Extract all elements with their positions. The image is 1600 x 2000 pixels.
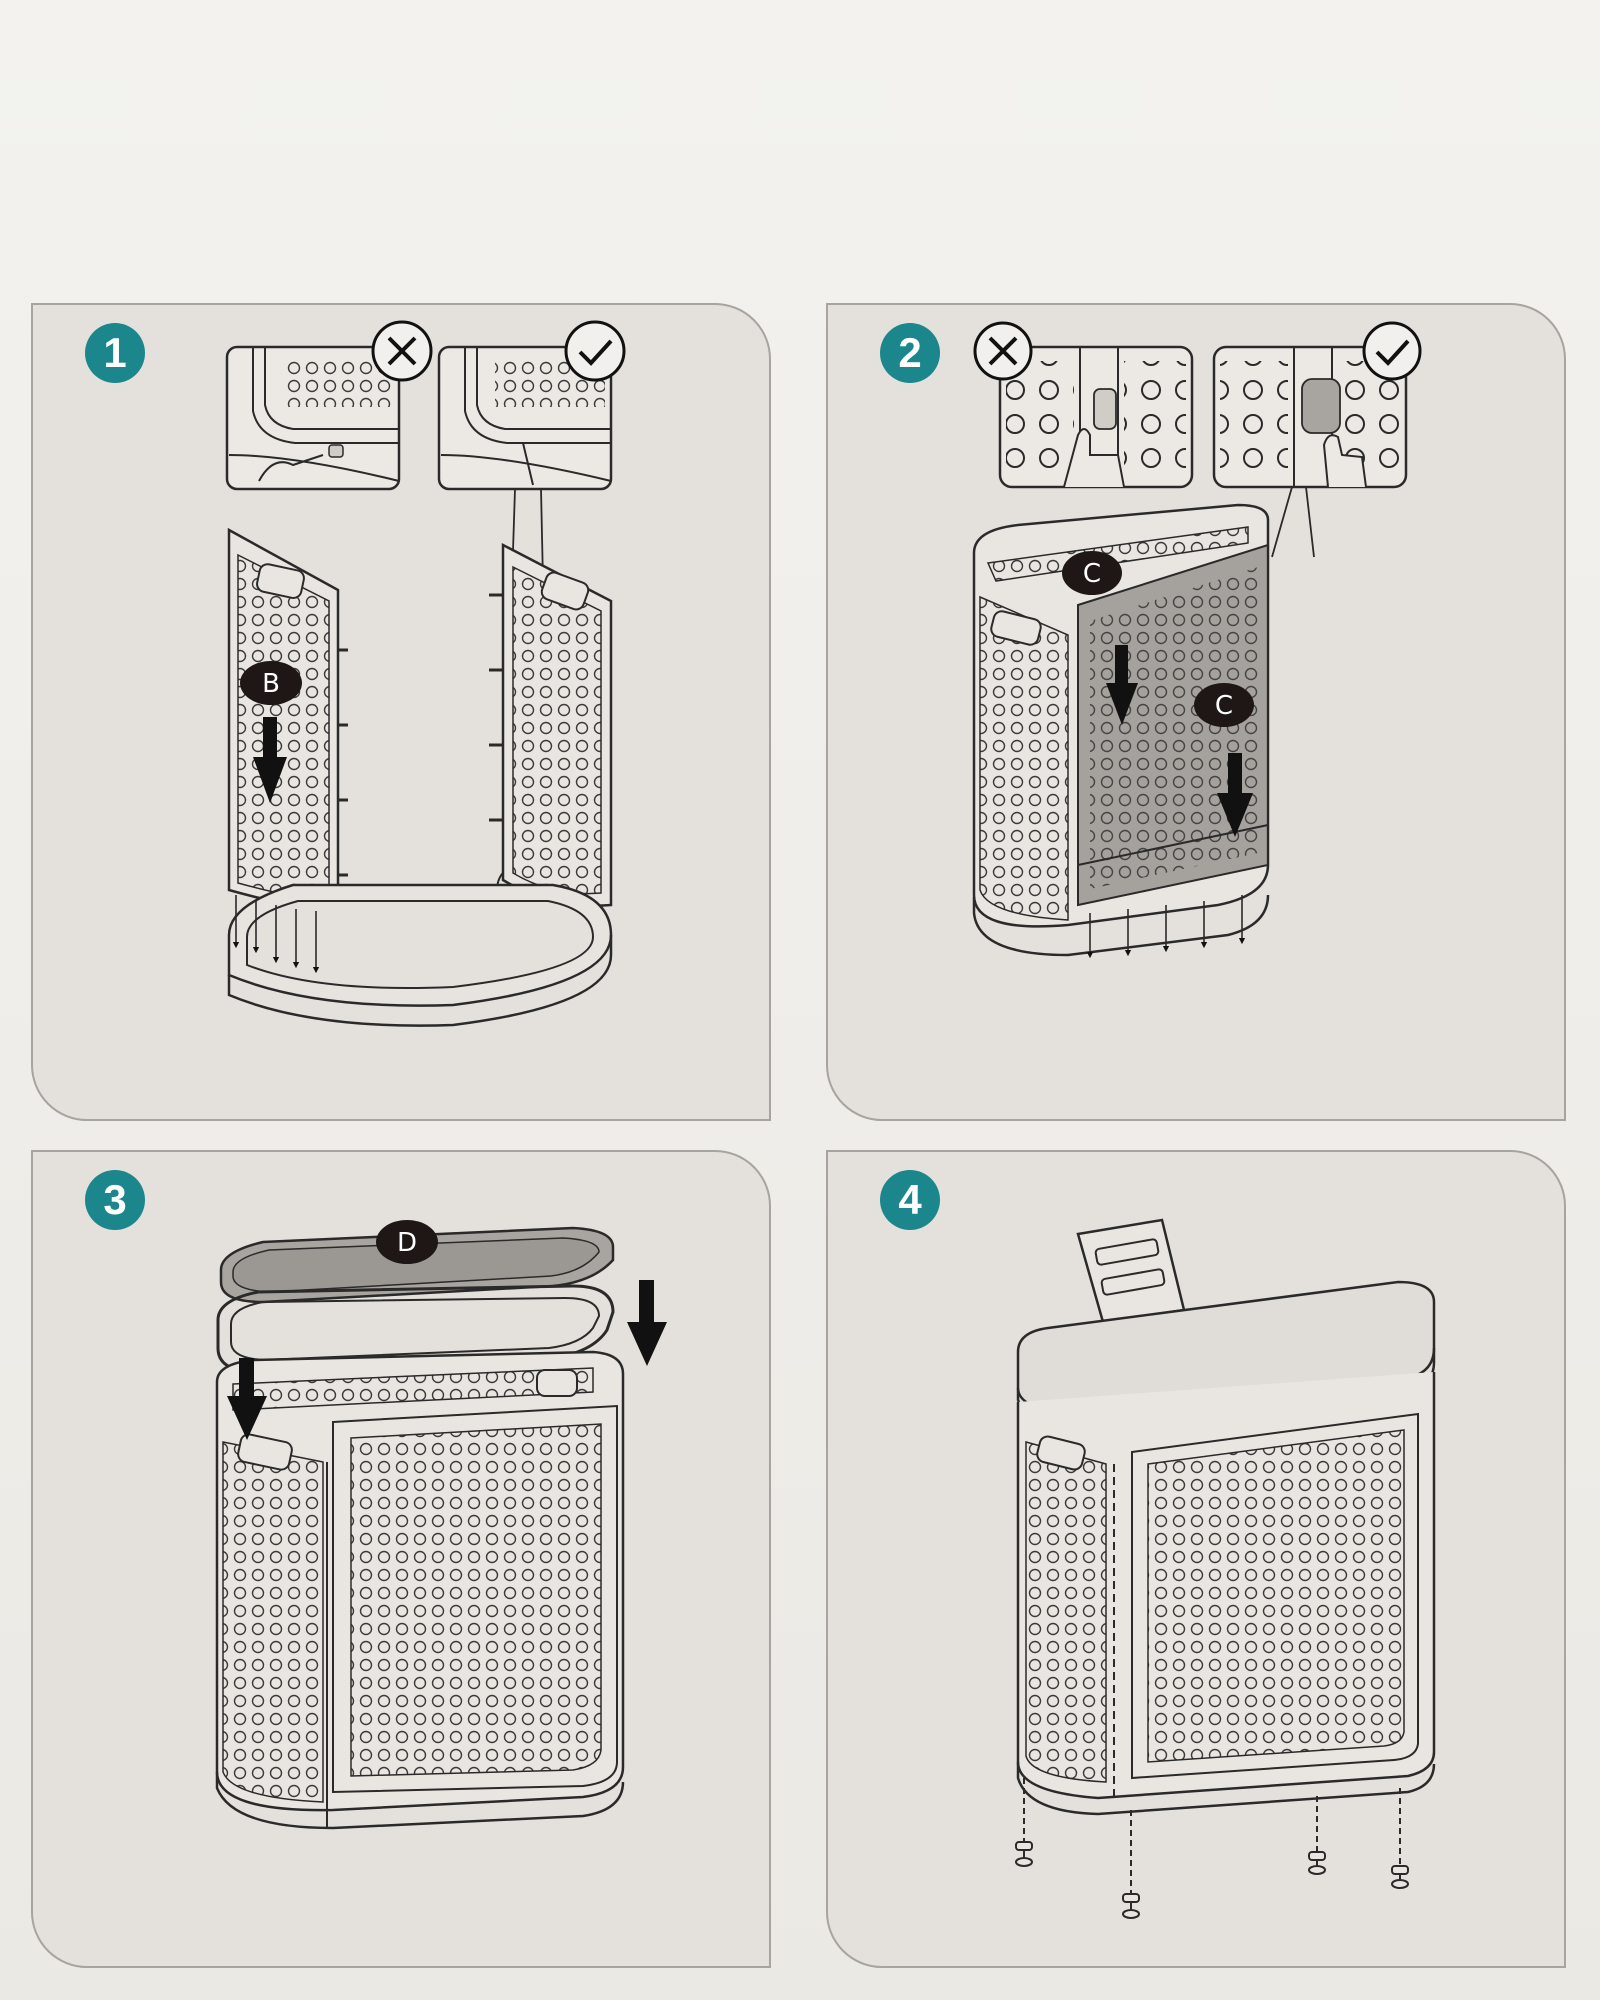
part-label-c: C xyxy=(1062,551,1122,595)
assembled-hamper-body xyxy=(1016,1372,1436,1816)
svg-text:C: C xyxy=(1215,691,1233,721)
incorrect-detail-inset xyxy=(998,345,1194,489)
cross-mark-icon xyxy=(973,321,1033,381)
svg-text:C: C xyxy=(1083,559,1101,589)
down-arrow-icon xyxy=(1106,645,1138,725)
step-4-illustration xyxy=(1015,1218,1436,1919)
incorrect-detail-inset xyxy=(225,345,401,491)
svg-text:D: D xyxy=(397,1228,417,1258)
down-arrow-icon xyxy=(627,1280,667,1366)
cross-mark-icon xyxy=(371,320,433,382)
correct-detail-inset xyxy=(437,345,613,491)
svg-text:B: B xyxy=(262,669,280,699)
left-side-panel xyxy=(227,527,348,917)
part-label-c: C xyxy=(1194,683,1254,727)
right-side-panel xyxy=(489,542,613,907)
step-1-illustration: B xyxy=(225,320,626,1027)
base-frame xyxy=(227,883,613,1027)
step-3-panel: 3 D xyxy=(31,1150,771,1968)
step-1-panel: 1 xyxy=(31,303,771,1121)
pin-down-arrows xyxy=(1086,895,1246,959)
part-label-b: B xyxy=(240,661,302,705)
down-arrow-icon xyxy=(227,1358,267,1440)
part-label-d: D xyxy=(376,1220,438,1264)
down-arrow-icon xyxy=(1217,753,1253,837)
check-mark-icon xyxy=(1362,321,1422,381)
step-number-badge: 4 xyxy=(880,1170,940,1230)
hang-tag xyxy=(1076,1218,1186,1324)
step-number-badge: 1 xyxy=(85,323,145,383)
hamper-body xyxy=(215,1350,625,1830)
step-2-panel: 2 xyxy=(826,303,1566,1121)
step-4-panel: 4 xyxy=(826,1150,1566,1968)
step-3-illustration: D xyxy=(215,1220,667,1830)
step-2-illustration: C C xyxy=(972,321,1422,959)
inner-panel-translucent xyxy=(1077,543,1269,907)
lid-part xyxy=(219,1226,615,1304)
step-number-badge: 3 xyxy=(85,1170,145,1230)
step-number-badge: 2 xyxy=(880,323,940,383)
pin-down-arrows xyxy=(232,895,320,974)
foot-screws xyxy=(1015,1778,1409,1919)
correct-detail-inset xyxy=(1212,345,1408,489)
down-arrow-icon xyxy=(253,717,287,803)
check-mark-icon xyxy=(564,320,626,382)
